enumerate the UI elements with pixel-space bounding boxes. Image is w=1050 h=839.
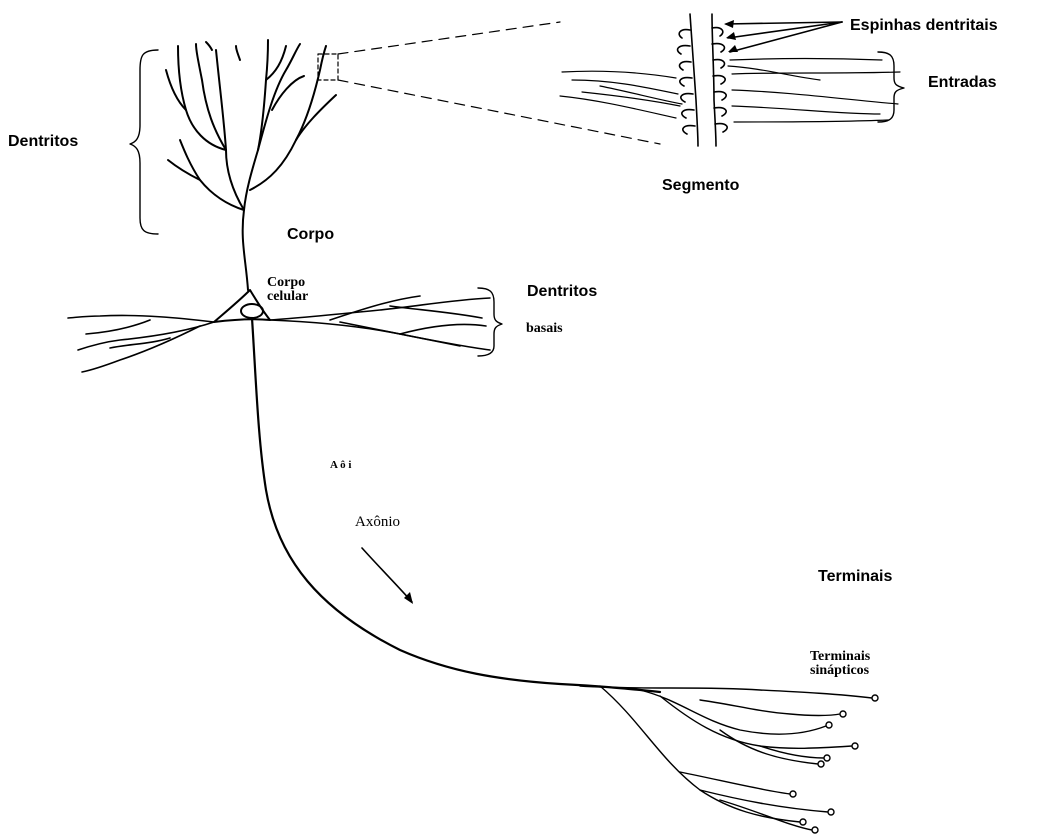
- label-axonio: Axônio: [355, 515, 400, 529]
- dentritos-brace: [130, 50, 158, 234]
- label-basais: basais: [526, 322, 563, 336]
- basal-dendrites: [68, 296, 490, 372]
- segment-dendrite: [678, 14, 728, 146]
- label-corpo-celular: Corpo celular: [267, 276, 308, 304]
- zoom-line-bottom: [338, 80, 660, 144]
- cell-body: [214, 290, 270, 322]
- label-terminais-sinapticos-line1: Terminais: [810, 650, 870, 664]
- segment-inputs: [560, 59, 900, 123]
- label-dentritos-basais: Dentritos: [527, 283, 597, 301]
- label-corpo: Corpo: [287, 226, 334, 244]
- entradas-brace: [878, 52, 904, 122]
- axon: [252, 318, 660, 692]
- label-terminais-sinapticos: Terminais sinápticos: [810, 650, 870, 678]
- zoom-line-top: [338, 22, 560, 54]
- apical-dendrites: [166, 40, 336, 290]
- axon-arrow: [362, 548, 412, 602]
- label-terminais-sinapticos-line2: sinápticos: [810, 664, 870, 678]
- label-axonio-faint: A ô i: [330, 458, 351, 472]
- label-segmento: Segmento: [662, 177, 739, 195]
- label-terminais: Terminais: [818, 568, 892, 586]
- label-entradas: Entradas: [928, 74, 996, 92]
- label-corpo-celular-line2: celular: [267, 290, 308, 304]
- label-corpo-celular-line1: Corpo: [267, 276, 308, 290]
- label-espinhas-dentritais: Espinhas dentritais: [850, 17, 998, 35]
- label-dentritos: Dentritos: [8, 133, 78, 151]
- espinhas-arrows: [726, 22, 842, 52]
